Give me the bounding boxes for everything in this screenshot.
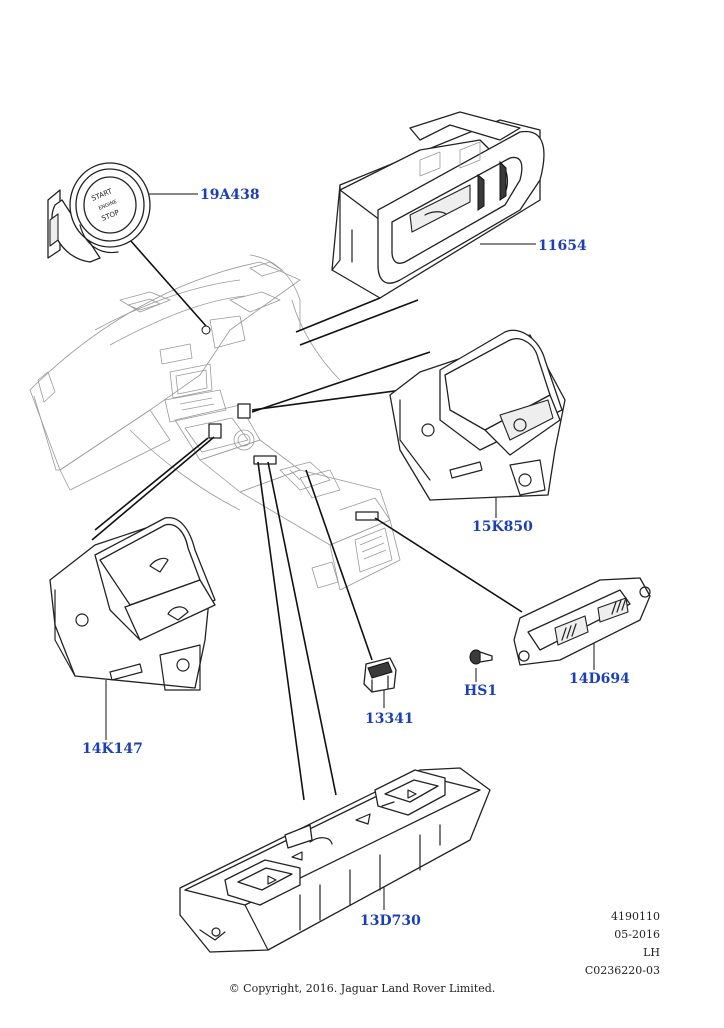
callout-13341[interactable]: 13341	[365, 711, 414, 727]
drawing-side: LH	[643, 946, 660, 959]
upper-switch-panel-drawing	[331, 111, 545, 299]
console-pack-location-marker	[253, 455, 277, 465]
seat-heater-location-marker	[355, 511, 379, 521]
seat-heater-switch-drawing	[513, 577, 651, 666]
console-switch-pack-drawing	[179, 767, 491, 953]
drawing-code: C0236220-03	[584, 964, 660, 977]
callout-15K850[interactable]: 15K850	[472, 519, 533, 535]
right-terrain-switch-drawing	[389, 329, 566, 501]
callout-13D730[interactable]: 13D730	[360, 913, 421, 929]
leader-lines	[91, 193, 595, 910]
dashboard-outline	[29, 254, 401, 591]
callout-11654[interactable]: 11654	[538, 238, 587, 254]
drawing-date: 05-2016	[614, 928, 660, 941]
copyright-notice: © Copyright, 2016. Jaguar Land Rover Lim…	[228, 982, 496, 995]
drawing-number: 4190110	[611, 910, 660, 923]
callout-14K147[interactable]: 14K147	[82, 741, 143, 757]
start-stop-switch-drawing: START ENGINE STOP	[47, 162, 151, 263]
start-button-location-marker	[201, 325, 211, 335]
callout-14D694[interactable]: 14D694	[569, 671, 630, 687]
left-terrain-switch-drawing	[49, 517, 216, 691]
left-switch-location-marker	[208, 423, 222, 439]
clip-drawing	[363, 657, 397, 693]
screw-drawing	[469, 649, 493, 665]
callout-19A438[interactable]: 19A438	[200, 187, 260, 203]
right-switch-location-marker	[237, 403, 251, 419]
callout-HS1[interactable]: HS1	[464, 683, 498, 699]
